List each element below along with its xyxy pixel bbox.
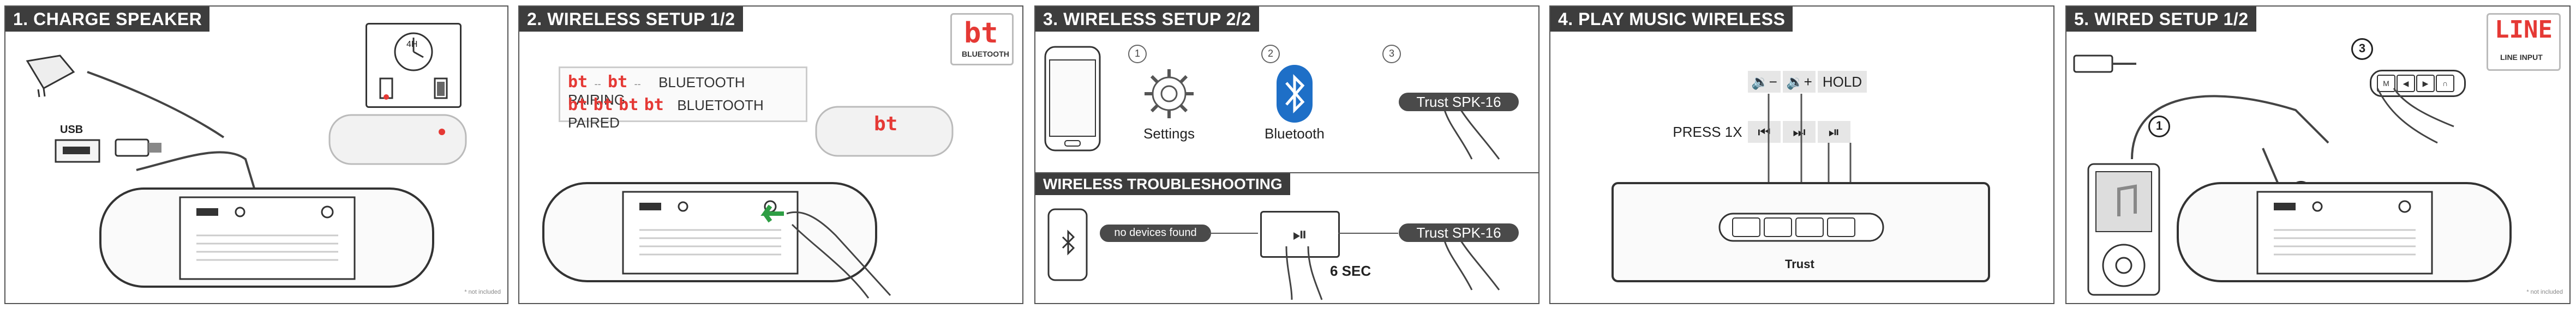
volume-up-box[interactable]: 🔉+ [1783,71,1816,93]
led-4: bt [644,95,664,114]
bt-logo-box: bt BLUETOOTH [950,13,1014,65]
finger-tap-icon [1443,240,1500,290]
prev-button[interactable]: ◀ [2397,75,2415,92]
panel-title: 2. WIRELESS SETUP 1/2 [519,7,743,32]
bluetooth-label: Bluetooth [1265,125,1325,142]
speaker-top-view [328,114,467,165]
charge-timer-box: 4H [366,23,462,108]
usb-label: USB [60,124,83,136]
callout-lines [1768,94,1852,216]
speaker-back-view [99,187,434,288]
play-pause-button[interactable]: ⏯ [1260,211,1340,258]
device-pill[interactable]: Trust SPK-16 [1399,93,1519,111]
next-box[interactable]: ⏭ [1783,121,1816,143]
brand-logo: Trust [1785,257,1814,271]
charge-cable-icon [87,71,263,214]
battery-charging-icon [379,77,393,100]
step-number-1: 1 [1128,45,1147,63]
next-button[interactable]: ▶ [2416,75,2435,92]
panel-wireless-setup-1: 2. WIRELESS SETUP 1/2 bt BLUETOOTH bt --… [518,5,1023,304]
step-number-3: 3 [1382,45,1401,63]
panel-title: 5. WIRED SETUP 1/2 [2066,7,2256,32]
line-logo: LINE [2495,16,2553,44]
usb-port-icon [55,139,100,163]
connector-line [1338,233,1398,234]
bluetooth-icon [1277,65,1313,123]
speaker-front-view [1612,182,1990,282]
legend-row-pairing: bt -- bt -- BLUETOOTH PAIRING [568,72,806,108]
speaker-back-view [2177,182,2512,282]
previous-box[interactable]: ⏮ [1748,121,1781,143]
call-button[interactable]: ∩ [2436,75,2454,92]
finger-hold-icon [1285,246,1323,300]
bt-logo: bt [964,17,998,50]
led-2: -- [594,78,601,89]
panel-title: 4. PLAY MUSIC WIRELESS [1550,7,1793,32]
led-1: bt [568,72,588,92]
device-pill[interactable]: Trust SPK-16 [1399,223,1519,242]
hand-press-icon [786,211,891,299]
usb-cable-icon [2073,54,2136,73]
led-4: -- [634,78,641,89]
step-1: 1 [2148,116,2170,137]
clock-icon [394,32,433,71]
panel-title: 3. WIRELESS SETUP 2/2 [1035,7,1259,32]
volume-down-box[interactable]: 🔉− [1748,71,1781,93]
speaker-display: bt [874,113,898,135]
step-number-2: 2 [1261,45,1280,63]
connector-line [1209,233,1258,234]
legend-label: BLUETOOTH PAIRED [568,97,764,131]
not-included-note: * not included [464,289,501,295]
panel-wireless-setup-2: 3. WIRELESS SETUP 2/2 1 Settings 2 Bluet… [1034,5,1539,304]
line-logo-box: LINE LINE INPUT [2487,13,2561,71]
media-player-icon [2087,163,2160,296]
mode-button[interactable]: M [2377,75,2395,92]
usb-connector-icon [115,138,161,157]
bt-logo-caption: BLUETOOTH [962,50,1009,58]
panel-play-music: 4. PLAY MUSIC WIRELESS 🔉− 🔉+ HOLD PRESS … [1549,5,2054,304]
press-label: PRESS 1X [1669,121,1746,143]
gear-icon [1145,69,1194,118]
not-included-note: * not included [2526,289,2563,295]
control-bar-zoom: M ◀ ▶ ∩ [2370,70,2466,97]
legend-label: BLUETOOTH PAIRING [568,74,745,108]
line-logo-caption: LINE INPUT [2500,53,2543,62]
play-pause-icon: ⏯ [1292,224,1308,245]
led-3: bt [619,95,639,114]
phone-bluetooth-icon [1047,208,1088,281]
finger-tap-icon [1443,110,1500,160]
smartphone-icon [1044,46,1101,152]
play-pause-box[interactable]: ⏯ [1818,121,1850,143]
timer-label: 4H [406,40,418,49]
troubleshoot-title: WIRELESS TROUBLESHOOTING [1035,173,1290,195]
wall-charger-icon [26,54,75,98]
finger-press-icon [2376,88,2454,144]
status-legend: bt -- bt -- BLUETOOTH PAIRING bt bt bt b… [559,66,807,131]
led-2: bt [593,95,613,114]
panel-title: 1. CHARGE SPEAKER [5,7,210,32]
divider [1035,172,1538,173]
settings-label: Settings [1143,125,1195,142]
hold-duration: 6 SEC [1330,263,1371,279]
led-1: bt [568,95,588,114]
panel-charge-speaker: 1. CHARGE SPEAKER USB 4H [4,5,508,304]
speaker-top-view [815,106,954,157]
no-devices-pill: no devices found [1100,225,1211,242]
hold-label: HOLD [1818,71,1867,93]
step-3: 3 [2351,38,2373,60]
aux-cable-icon [2131,95,2329,187]
green-arrow-icon [760,204,784,223]
panel-wired-setup: 5. WIRED SETUP 1/2 LINE LINE INPUT 1 2 3… [2065,5,2571,304]
led-3: bt [608,72,628,92]
legend-row-paired: bt bt bt bt BLUETOOTH PAIRED [568,95,806,131]
battery-full-icon [434,77,448,99]
